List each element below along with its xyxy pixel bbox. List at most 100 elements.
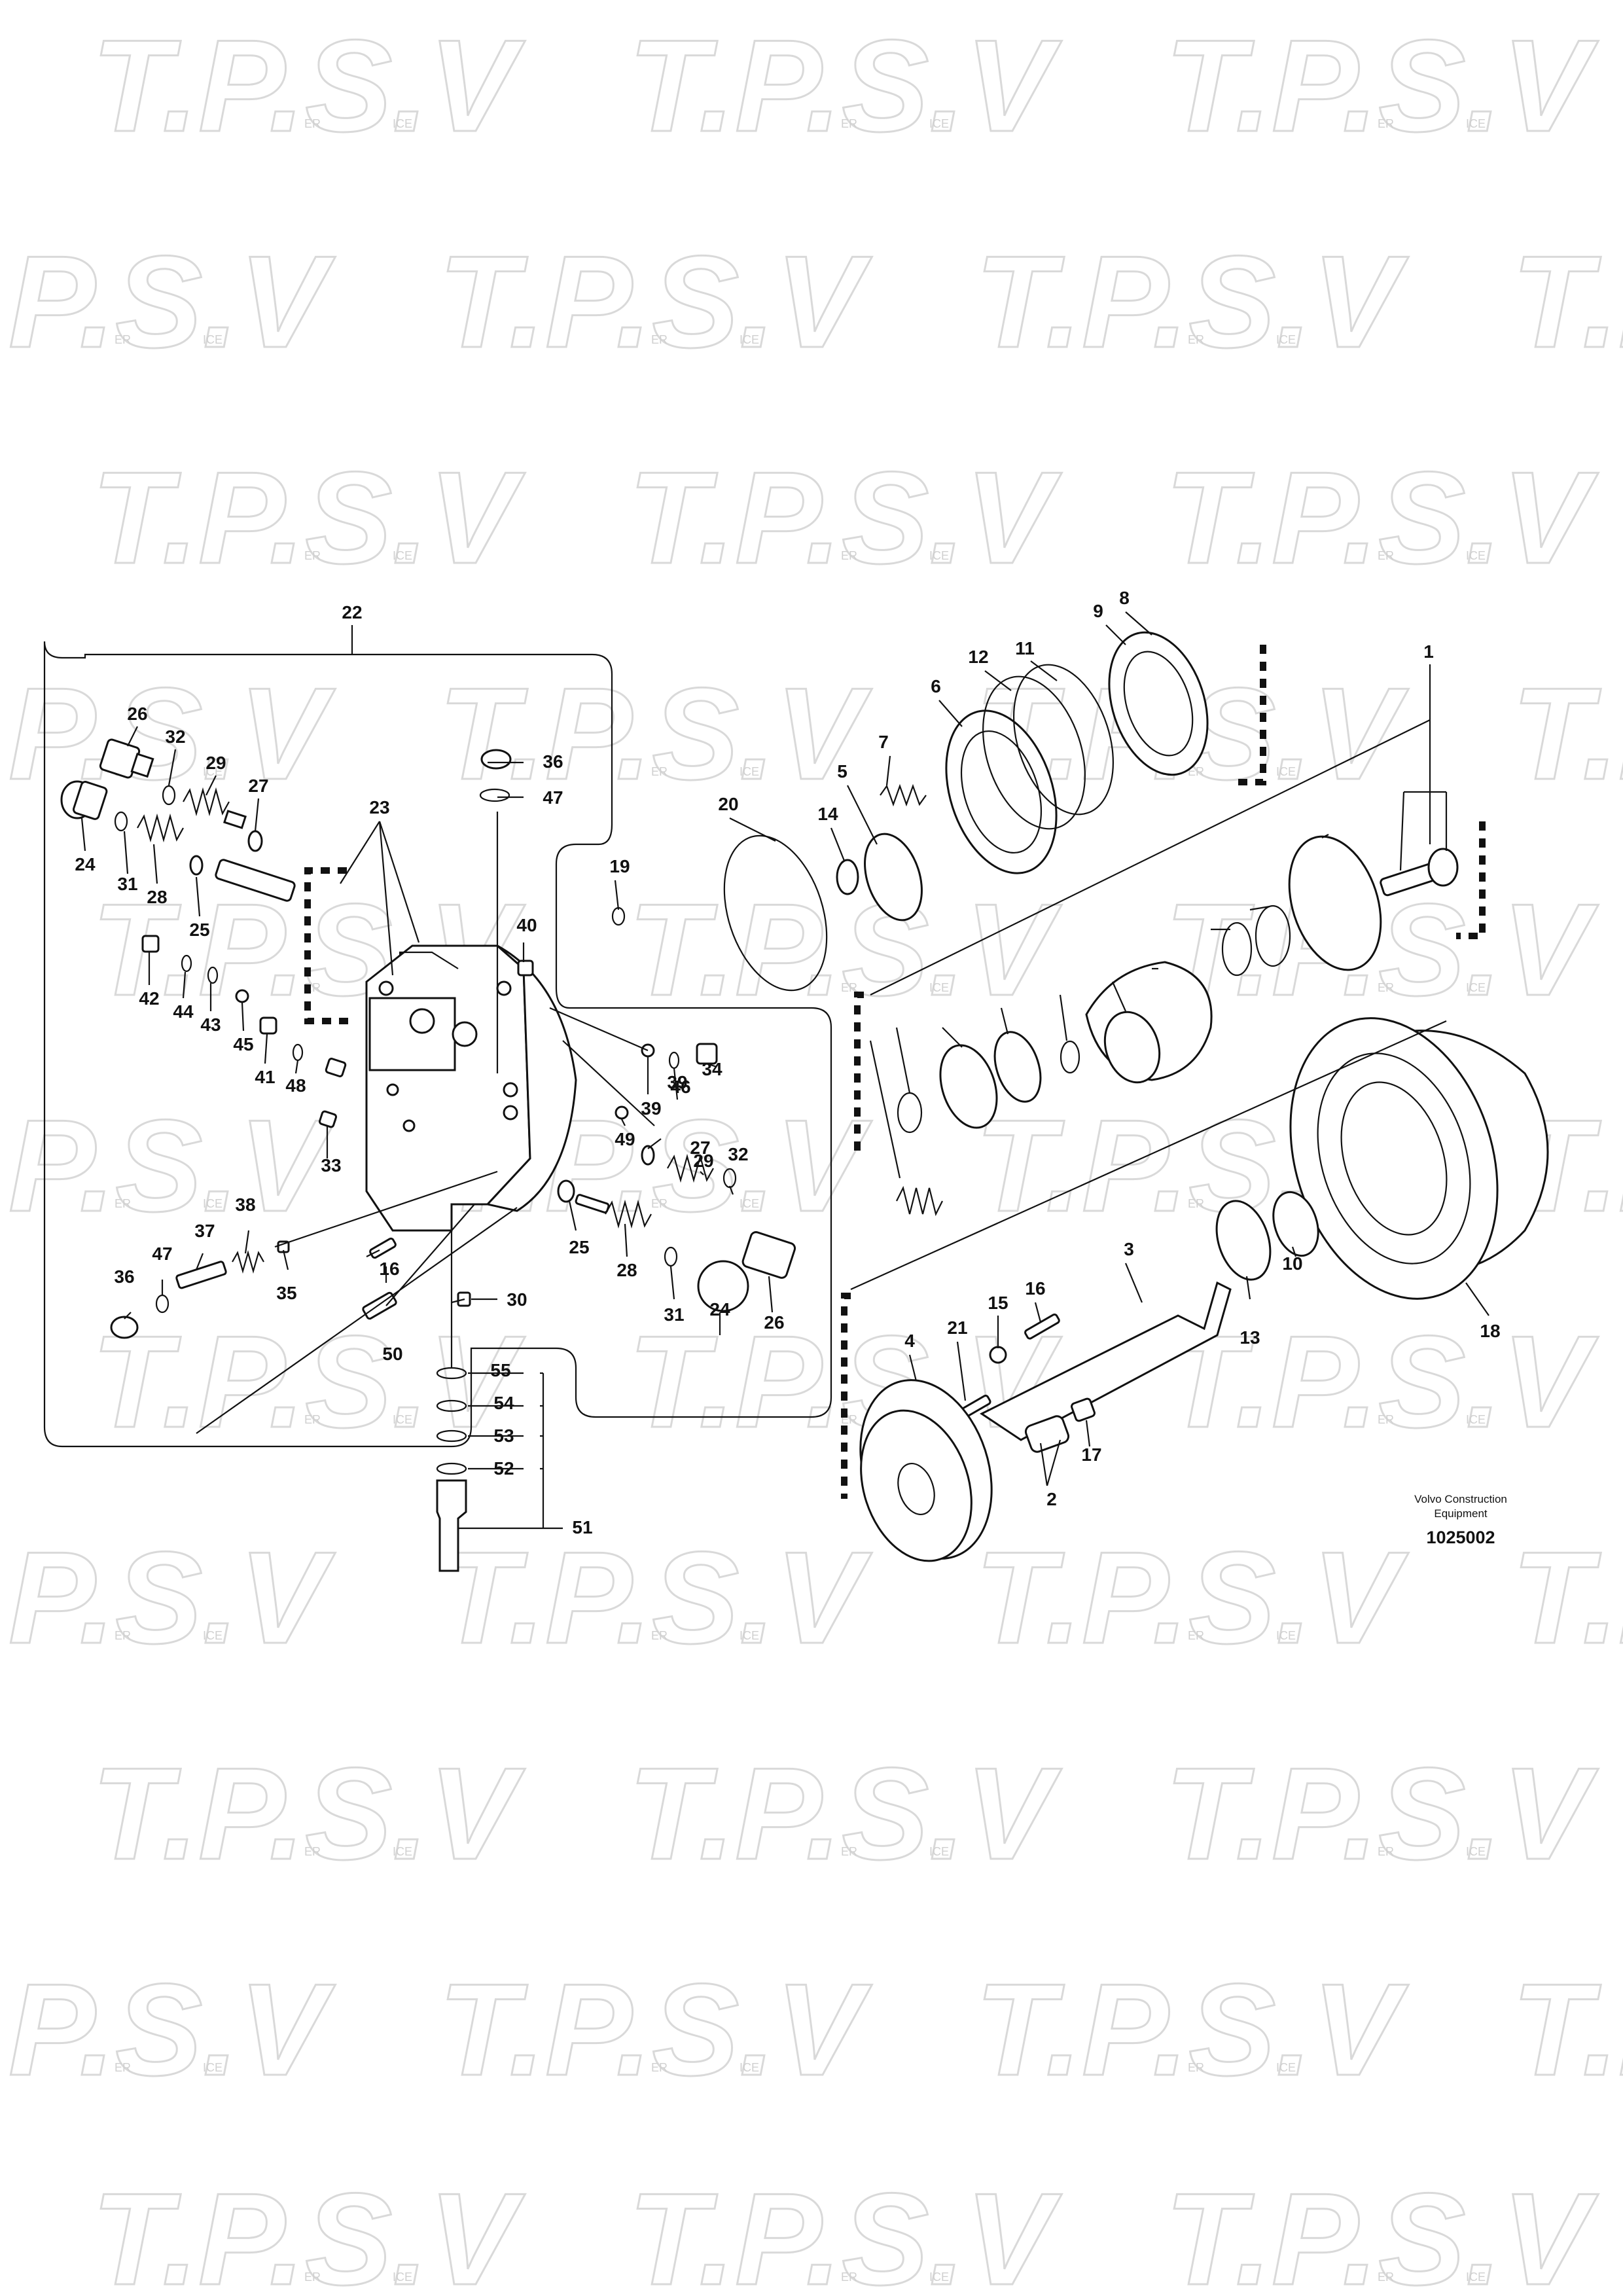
watermark-small-text: ICE (1466, 549, 1486, 562)
part-callout-20: 20 (718, 794, 738, 814)
group-22-outline (43, 641, 832, 1448)
watermark-logo: T.P.S.V (1165, 2166, 1599, 2296)
part-callout-50: 50 (382, 1344, 402, 1364)
part-callout-10: 10 (1282, 1253, 1302, 1274)
watermark-small-text: ICE (203, 1629, 223, 1642)
watermark-small-text: ICE (740, 333, 759, 346)
watermark-small-text: ER (304, 1845, 321, 1858)
part-callout-28: 28 (147, 887, 167, 907)
part-callout-35: 35 (276, 1283, 296, 1303)
watermark-logo: T.P.S.V (438, 229, 872, 375)
watermark-small-text: ICE (1276, 765, 1296, 778)
part-callout-7: 7 (878, 732, 889, 752)
watermark-logo: T.P.S.V (0, 1093, 336, 1239)
watermark-small-text: ICE (1466, 981, 1486, 994)
part-callout-24: 24 (75, 854, 96, 874)
part-callout-19: 19 (609, 856, 630, 876)
watermark-small-text: ER (651, 333, 668, 346)
watermark-logo: T.P.S.V (92, 445, 526, 591)
part-callout-52: 52 (493, 1458, 514, 1479)
right-dash-frame-low (841, 1293, 851, 1499)
part-callout-36: 36 (543, 751, 563, 772)
watermark-logo: T.P.S.V (1165, 1741, 1599, 1887)
watermark-logo: T.P.S.V (1165, 445, 1599, 591)
part-callout-16: 16 (379, 1259, 399, 1279)
part-callout-36: 36 (114, 1266, 134, 1287)
watermark-small-text: ER (1378, 981, 1394, 994)
part-callout-32: 32 (728, 1144, 748, 1164)
watermark-small-text: ICE (929, 2270, 949, 2284)
part-callout-15: 15 (988, 1293, 1008, 1313)
watermark-logo: T.P.S.V (1512, 661, 1623, 807)
part-callout-26: 26 (764, 1312, 784, 1333)
watermark-logo: T.P.S.V (0, 1957, 336, 2103)
watermark-logo: T.P.S.V (438, 1957, 872, 2103)
part-callout-29: 29 (693, 1151, 713, 1171)
watermark-logo: T.P.S.V (1165, 13, 1599, 159)
watermark-logo: T.P.S.V (1165, 877, 1599, 1023)
watermark-logo: T.P.S.V (438, 1525, 872, 1671)
part-callout-31: 31 (117, 874, 137, 894)
watermark-logo: T.P.S.V (1512, 1957, 1623, 2103)
credit-line-2: Equipment (1434, 1507, 1488, 1520)
watermark-small-text: ICE (740, 1197, 759, 1210)
watermark-logo: T.P.S.V (975, 229, 1409, 375)
part-callout-46: 46 (670, 1077, 690, 1097)
watermark-small-text: ER (304, 2270, 321, 2284)
watermark-logo: T.P.S.V (1512, 229, 1623, 375)
part-callout-17: 17 (1081, 1444, 1101, 1465)
right-dash-frame-mid (854, 821, 1486, 1158)
watermark-small-text: ICE (203, 765, 223, 778)
watermark-small-text: ER (651, 2061, 668, 2074)
part-callout-9: 9 (1093, 601, 1103, 621)
leader-lines (80, 611, 1489, 1530)
part-callout-1: 1 (1423, 641, 1434, 662)
watermark-small-text: ICE (740, 2061, 759, 2074)
watermark-logo: T.P.S.V (628, 1741, 1062, 1887)
part-callout-43: 43 (200, 1014, 221, 1035)
part-callout-3: 3 (1124, 1239, 1134, 1259)
left-dash-frame (304, 867, 353, 1024)
part-callout-47: 47 (543, 787, 563, 808)
watermark-logo: T.P.S.V (975, 1957, 1409, 2103)
part-callout-25: 25 (189, 920, 209, 940)
credit-line-1: Volvo Construction (1414, 1493, 1507, 1505)
valve-housing (365, 944, 577, 1232)
watermark-small-text: ER (1188, 765, 1204, 778)
watermark-small-text: ICE (203, 1197, 223, 1210)
part-callout-45: 45 (233, 1034, 253, 1054)
watermark-small-text: ER (651, 765, 668, 778)
watermark-logo: T.P.S.V (1512, 1525, 1623, 1671)
part-callout-54: 54 (493, 1393, 514, 1413)
watermark-logo: T.P.S.V (438, 661, 872, 807)
watermark-small-text: ER (1378, 1413, 1394, 1426)
part-callout-12: 12 (968, 647, 988, 667)
part-callout-29: 29 (205, 753, 226, 773)
watermark-small-text: ICE (1466, 1413, 1486, 1426)
part-callout-27: 27 (248, 776, 268, 796)
part-callout-33: 33 (321, 1155, 341, 1175)
watermark-logo: T.P.S.V (0, 661, 336, 807)
part-callout-40: 40 (516, 915, 537, 935)
watermark-small-text: ER (1188, 333, 1204, 346)
watermark-small-text: ICE (393, 1413, 412, 1426)
watermark-small-text: ICE (929, 1845, 949, 1858)
watermark-small-text: ER (1188, 1629, 1204, 1642)
watermark-small-text: ER (304, 117, 321, 130)
watermark-small-text: ER (1378, 549, 1394, 562)
watermark-small-text: ICE (929, 549, 949, 562)
part-callout-21: 21 (947, 1318, 967, 1338)
watermark-layer: T.P.S.VERICET.P.S.VERICET.P.S.VERICET.P.… (0, 12, 1623, 2296)
watermark-logo: T.P.S.V (628, 2166, 1062, 2296)
part-callout-8: 8 (1119, 588, 1130, 608)
part-callout-31: 31 (664, 1304, 684, 1325)
part-callout-39: 39 (667, 1072, 687, 1092)
watermark-small-text: ICE (393, 1845, 412, 1858)
part-callout-11: 11 (1015, 638, 1035, 658)
watermark-logo: T.P.S.V (92, 13, 526, 159)
left-parts (60, 738, 796, 1572)
part-callout-14: 14 (817, 804, 838, 824)
part-callout-51: 51 (572, 1517, 592, 1537)
watermark-small-text: ER (841, 1845, 857, 1858)
